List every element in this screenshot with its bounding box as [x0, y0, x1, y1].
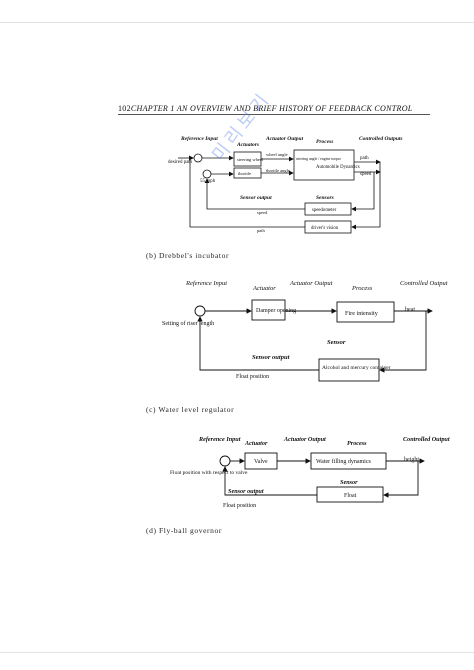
c-sensor-text: Float: [344, 493, 357, 499]
b-process-label: Process: [351, 285, 373, 292]
a-path-fb: path: [257, 228, 265, 233]
a-steering-text: steering wheel: [237, 157, 264, 162]
a-vision-text: driver's vision: [311, 226, 339, 231]
a-inputs-text: steering angle / engine torque: [296, 157, 341, 161]
a-process-box: [293, 149, 355, 181]
b-sensor-text: Alcohol and mercury container: [322, 365, 391, 371]
c-actuator-text: Valve: [254, 459, 268, 465]
c-controlled-label: Controlled Output: [403, 436, 450, 443]
a-actuators-label: Actuators: [236, 142, 259, 148]
b-sensor-output: Sensor output: [252, 354, 290, 361]
b-actuator-label: Actuator: [252, 285, 276, 292]
c-sum: [219, 455, 231, 467]
c-sensor-box: [316, 486, 384, 503]
a-sensors-label: Sensors: [316, 195, 334, 201]
c-process-label: Process: [347, 440, 367, 447]
c-float-position: Float position: [223, 503, 256, 509]
a-speedometer-text: speedometer: [312, 208, 337, 213]
a-actout-label: Actuator Output: [265, 136, 304, 142]
b-setting: Setting of riser length: [162, 320, 214, 327]
c-process-text: Water filling dynamics: [316, 458, 372, 465]
b-heat: heat: [405, 307, 415, 313]
b-float-position: Float position: [236, 374, 269, 380]
b-process-box: [336, 301, 395, 323]
diagram-automobile: Reference Input Actuators Actuator Outpu…: [168, 136, 403, 234]
a-ref-label: Reference Input: [180, 136, 218, 142]
a-desired-path: desired path: [168, 160, 193, 165]
a-process-label: Process: [316, 139, 333, 145]
a-throttle-angle: throttle angle: [266, 168, 290, 173]
top-border: [0, 22, 474, 23]
c-height: height: [404, 457, 419, 463]
caption-d: (d) Fly-ball governor: [146, 526, 222, 535]
a-throttle-text: throttle: [238, 171, 251, 176]
c-sensor-label: Sensor: [340, 479, 358, 486]
b-actuator-text: Damper opening: [256, 308, 296, 314]
a-speed-fb: speed: [257, 210, 268, 215]
diagram-water-level: Reference Input Actuator Actuator Output…: [162, 280, 448, 382]
b-actout-label: Actuator Output: [289, 280, 333, 287]
a-speed-55: 55 mph: [200, 179, 216, 184]
a-sum-bottom: [202, 169, 212, 179]
a-sensor-output: Sensor output: [240, 195, 272, 201]
a-process-text: Automobile Dynamics: [316, 165, 360, 170]
c-ref-label: Reference Input: [198, 436, 241, 443]
c-sensor-output: Sensor output: [228, 488, 264, 495]
b-controlled-label: Controlled Output: [400, 280, 448, 287]
b-actuator-box: [251, 299, 286, 321]
diagram-flyball: Reference Input Actuator Actuator Output…: [170, 436, 450, 509]
caption-c: (c) Water level regulator: [146, 405, 235, 414]
c-actout-label: Actuator Output: [283, 436, 326, 443]
running-header: 102CHAPTER 1 AN OVERVIEW AND BRIEF HISTO…: [118, 104, 430, 113]
a-path-out: path: [360, 156, 369, 161]
header-rule: [118, 114, 430, 115]
b-sensor-label: Sensor: [327, 339, 346, 346]
b-sum: [194, 305, 206, 317]
a-controlled-label: Controlled Outputs: [359, 136, 403, 142]
b-ref-label-1: Reference Input: [185, 280, 227, 287]
b-process-text: Fire intensity: [345, 310, 379, 317]
page-number: 102: [118, 104, 131, 113]
c-actuator-label: Actuator: [244, 440, 268, 447]
bottom-border: [0, 652, 474, 653]
c-float-ref: Float position with respect to valve: [170, 470, 248, 476]
a-speed-out: speed: [360, 172, 372, 177]
chapter-title: CHAPTER 1 AN OVERVIEW AND BRIEF HISTORY …: [130, 104, 413, 113]
a-wheel-angle: wheel angle: [266, 152, 288, 157]
caption-b: (b) Drebbel's incubator: [146, 251, 230, 260]
a-sum-top: [193, 153, 203, 163]
